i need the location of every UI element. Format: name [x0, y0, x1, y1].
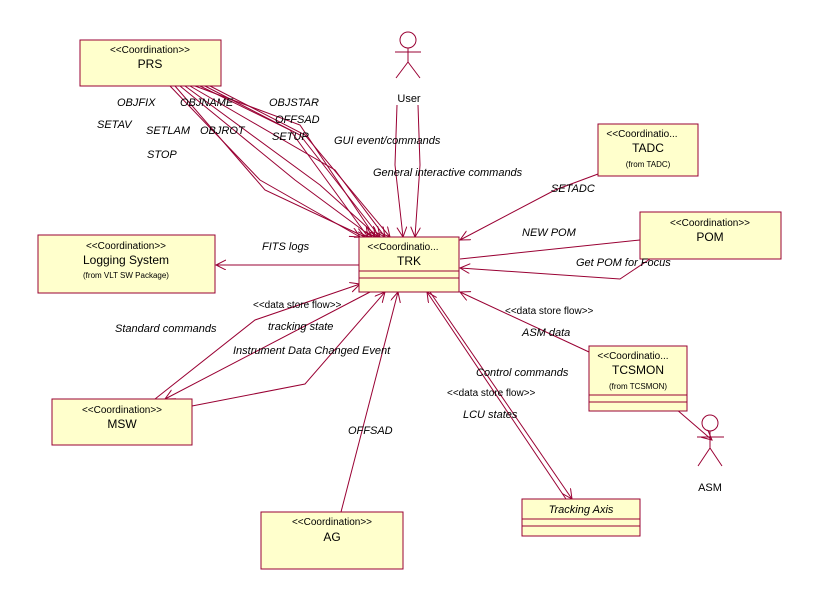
label-gui-event-commands: GUI event/commands: [334, 135, 441, 147]
edge-user-trk-general[interactable]: [415, 104, 420, 237]
label-get-pom-for-focus: Get POM for Focus: [576, 257, 671, 269]
stereotype: <<Coordinatio...: [606, 129, 677, 140]
label-control-commands: Control commands: [476, 367, 569, 379]
stereotype: <<Coordination>>: [110, 45, 190, 56]
edge-tcsmon-trk[interactable]: [460, 292, 590, 353]
label-general-interactive-commands: General interactive commands: [373, 167, 523, 179]
class-tadc[interactable]: <<Coordinatio... TADC (from TADC): [597, 123, 699, 177]
label-setup: SETUP: [272, 131, 309, 143]
label-setlam: SETLAM: [146, 125, 191, 137]
class-trk[interactable]: <<Coordinatio... TRK: [358, 236, 460, 293]
stereotype: <<Coordinatio...: [597, 351, 668, 362]
label-offsad: OFFSAD: [275, 114, 320, 126]
class-name: PRS: [138, 57, 163, 71]
label-asm-data: ASM data: [521, 327, 570, 339]
class-name: POM: [696, 230, 723, 244]
actor-user[interactable]: User: [395, 31, 421, 105]
label-offsad-ag: OFFSAD: [348, 425, 393, 437]
stereotype: <<Coordinatio...: [367, 242, 438, 253]
class-pom[interactable]: <<Coordination>> POM: [639, 211, 782, 260]
edge-prs-trk[interactable]: [209, 85, 390, 237]
class-tcsmon[interactable]: <<Coordinatio... TCSMON (from TCSMON): [588, 345, 688, 412]
actor-asm[interactable]: ASM: [697, 414, 724, 494]
label-objrot: OBJROT: [200, 125, 246, 137]
label-data-store-flow: <<data store flow>>: [447, 388, 536, 399]
edge-prs-trk[interactable]: [189, 85, 385, 237]
actor-head-icon: [399, 31, 417, 49]
edge-pom-trk[interactable]: [460, 258, 651, 280]
label-stop: STOP: [147, 149, 177, 161]
edge-prs-trk[interactable]: [174, 85, 365, 237]
class-ag[interactable]: <<Coordination>> AG: [260, 511, 404, 570]
label-instrument-data-changed-event: Instrument Data Changed Event: [233, 345, 391, 357]
edge-prs-trk[interactable]: [169, 85, 360, 237]
edge-msw-trk[interactable]: [154, 284, 360, 400]
edge-prs-trk[interactable]: [204, 85, 380, 237]
class-name: AG: [323, 530, 340, 544]
stereotype: <<Coordination>>: [292, 517, 372, 528]
class-msw[interactable]: <<Coordination>> MSW: [51, 398, 193, 446]
stereotype: <<Coordination>>: [86, 241, 166, 252]
label-setadc: SETADC: [551, 183, 595, 195]
edge-msw-trk-event[interactable]: [191, 292, 385, 407]
edge-trk-trackingaxis[interactable]: [429, 291, 572, 499]
class-logging-system[interactable]: <<Coordination>> Logging System (from VL…: [37, 234, 216, 294]
edge-tadc-trk[interactable]: [460, 173, 599, 240]
label-lcu-states: LCU states: [463, 409, 518, 421]
label-tracking-state: tracking state: [268, 321, 333, 333]
edge-trackingaxis-trk[interactable]: [427, 292, 567, 500]
edge-labels: OBJFIX OBJNAME OBJSTAR OFFSAD SETAV OBJR…: [97, 97, 671, 437]
edge-trk-msw[interactable]: [165, 291, 371, 399]
class-name: TADC: [632, 141, 664, 155]
edge-trk-pom[interactable]: [459, 239, 641, 260]
label-standard-commands: Standard commands: [115, 323, 217, 335]
actor-label: User: [397, 93, 421, 105]
edge-user-trk-gui[interactable]: [394, 104, 403, 237]
stereotype: <<Coordination>>: [82, 405, 162, 416]
label-objfix: OBJFIX: [117, 97, 156, 109]
label-data-store-flow: <<data store flow>>: [253, 300, 342, 311]
label-setav: SETAV: [97, 119, 133, 131]
class-name: MSW: [107, 417, 137, 431]
package-note: (from VLT SW Package): [83, 271, 169, 280]
class-name: TCSMON: [612, 363, 664, 377]
edges: [154, 85, 712, 513]
actor-body-icon: [697, 431, 724, 467]
label-data-store-flow: <<data store flow>>: [505, 306, 594, 317]
class-prs[interactable]: <<Coordination>> PRS: [79, 39, 222, 87]
label-fits-logs: FITS logs: [262, 241, 310, 253]
actor-label: ASM: [698, 482, 722, 494]
edge-ag-trk[interactable]: [340, 292, 398, 513]
edge-prs-trk[interactable]: [184, 85, 378, 237]
class-name: TRK: [397, 254, 421, 268]
class-tracking-axis[interactable]: Tracking Axis: [521, 498, 641, 537]
label-objstar: OBJSTAR: [269, 97, 319, 109]
package-note: (from TCSMON): [609, 382, 667, 391]
label-objname: OBJNAME: [180, 97, 234, 109]
stereotype: <<Coordination>>: [670, 218, 750, 229]
label-new-pom: NEW POM: [522, 227, 577, 239]
actor-head-icon: [701, 414, 719, 432]
class-name: Logging System: [83, 253, 169, 267]
package-note: (from TADC): [626, 160, 671, 169]
actor-body-icon: [395, 48, 421, 79]
class-name: Tracking Axis: [549, 504, 614, 516]
edge-prs-trk[interactable]: [179, 85, 372, 237]
